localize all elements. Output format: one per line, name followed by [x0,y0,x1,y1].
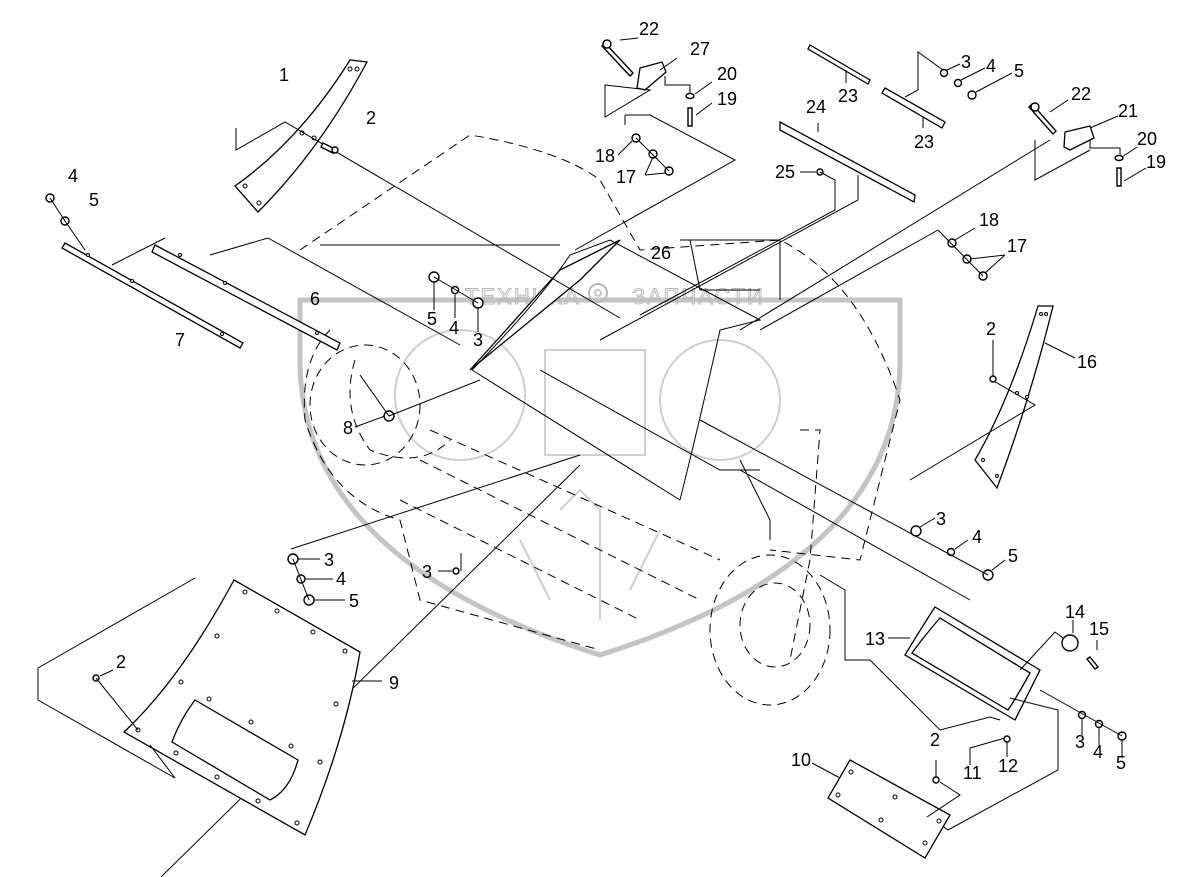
part-14-cap [1061,634,1079,652]
part-15-wingnut [1085,656,1100,670]
watermark-letter-p [544,349,646,456]
part-6-strip [151,237,461,351]
callout-24: 24 [806,97,826,117]
callout-2: 2 [986,319,996,339]
callout-5: 5 [1014,61,1024,81]
callout-27: 27 [690,39,710,59]
callout-25: 25 [775,162,795,182]
part-16-strip [909,305,1076,490]
callout-15: 15 [1089,619,1109,639]
callout-5: 5 [89,190,99,210]
part-13-plate [819,574,1076,831]
callout-4: 4 [68,166,78,186]
part-5-nut [967,90,977,100]
bracket-27-group [574,37,737,251]
callout-3: 3 [961,52,971,72]
part-2-screw [320,142,339,154]
strip-23-a [807,44,871,85]
part-9-panel [37,577,382,836]
callout-26: 26 [651,243,671,263]
callout-4: 4 [1093,742,1103,762]
callout-20: 20 [1137,129,1157,149]
strip-23-b [881,51,946,129]
watermark-letter-o [394,329,526,461]
bracket-21-group [739,99,1147,331]
callout-14: 14 [1065,602,1085,622]
callout-5: 5 [427,309,437,329]
callout-17: 17 [616,167,636,187]
frame-body-hidden-lines [299,134,901,706]
callout-23: 23 [838,86,858,106]
callout-8: 8 [343,418,353,438]
callout-5: 5 [1116,753,1126,773]
callout-3: 3 [936,509,946,529]
callout-4: 4 [336,569,346,589]
part-3-washer [452,567,460,575]
part-10-plate [811,759,951,859]
callout-4: 4 [972,527,982,547]
callout-23: 23 [914,132,934,152]
callout-6: 6 [310,289,320,309]
callout-16: 16 [1077,352,1097,372]
callout-19: 19 [1146,152,1166,172]
callout-9: 9 [389,673,399,693]
part-12-clip [1003,735,1011,743]
part-4-washer [953,78,963,88]
center-panel-26 [469,239,621,371]
part-2-screw [989,375,997,383]
callout-labels: 1 2 4 5 6 7 5 4 3 8 3 4 5 2 9 3 22 27 20… [68,19,1166,783]
part-18-nut [947,238,957,248]
callout-2: 2 [366,108,376,128]
strip-24 [599,120,916,341]
callout-5: 5 [349,591,359,611]
callout-3: 3 [473,330,483,350]
watermark-right-text: ЗАПЧАСТИ [632,284,765,309]
callout-12: 12 [998,756,1018,776]
callout-18: 18 [595,146,615,166]
gear-icon [588,283,608,303]
callout-5: 5 [1008,546,1018,566]
callout-4: 4 [449,318,459,338]
callout-21: 21 [1118,101,1138,121]
callout-13: 13 [865,629,885,649]
watermark-letter-f [659,339,781,461]
callout-17: 17 [1007,236,1027,256]
callout-2: 2 [930,730,940,750]
callout-3: 3 [1075,732,1085,752]
part-2-screw [932,776,940,784]
watermark-shield [297,297,903,658]
part-3-washer [939,68,949,78]
part-1-strip [234,59,621,319]
callout-20: 20 [717,64,737,84]
callout-19: 19 [717,89,737,109]
part-7-strip [61,237,244,349]
callout-4: 4 [986,56,996,76]
callout-18: 18 [979,210,999,230]
watermark-wheat [519,488,661,620]
callout-3: 3 [324,550,334,570]
callout-11: 11 [963,763,982,783]
part-4-washer [946,547,956,557]
callout-7: 7 [175,330,185,350]
callout-2: 2 [116,652,126,672]
frame-structure [320,239,781,540]
part-11-pin [969,737,1008,765]
callout-22: 22 [1071,84,1091,104]
callout-1: 1 [279,65,289,85]
callout-10: 10 [791,750,811,770]
callout-22: 22 [639,19,659,39]
callout-3: 3 [422,562,432,582]
